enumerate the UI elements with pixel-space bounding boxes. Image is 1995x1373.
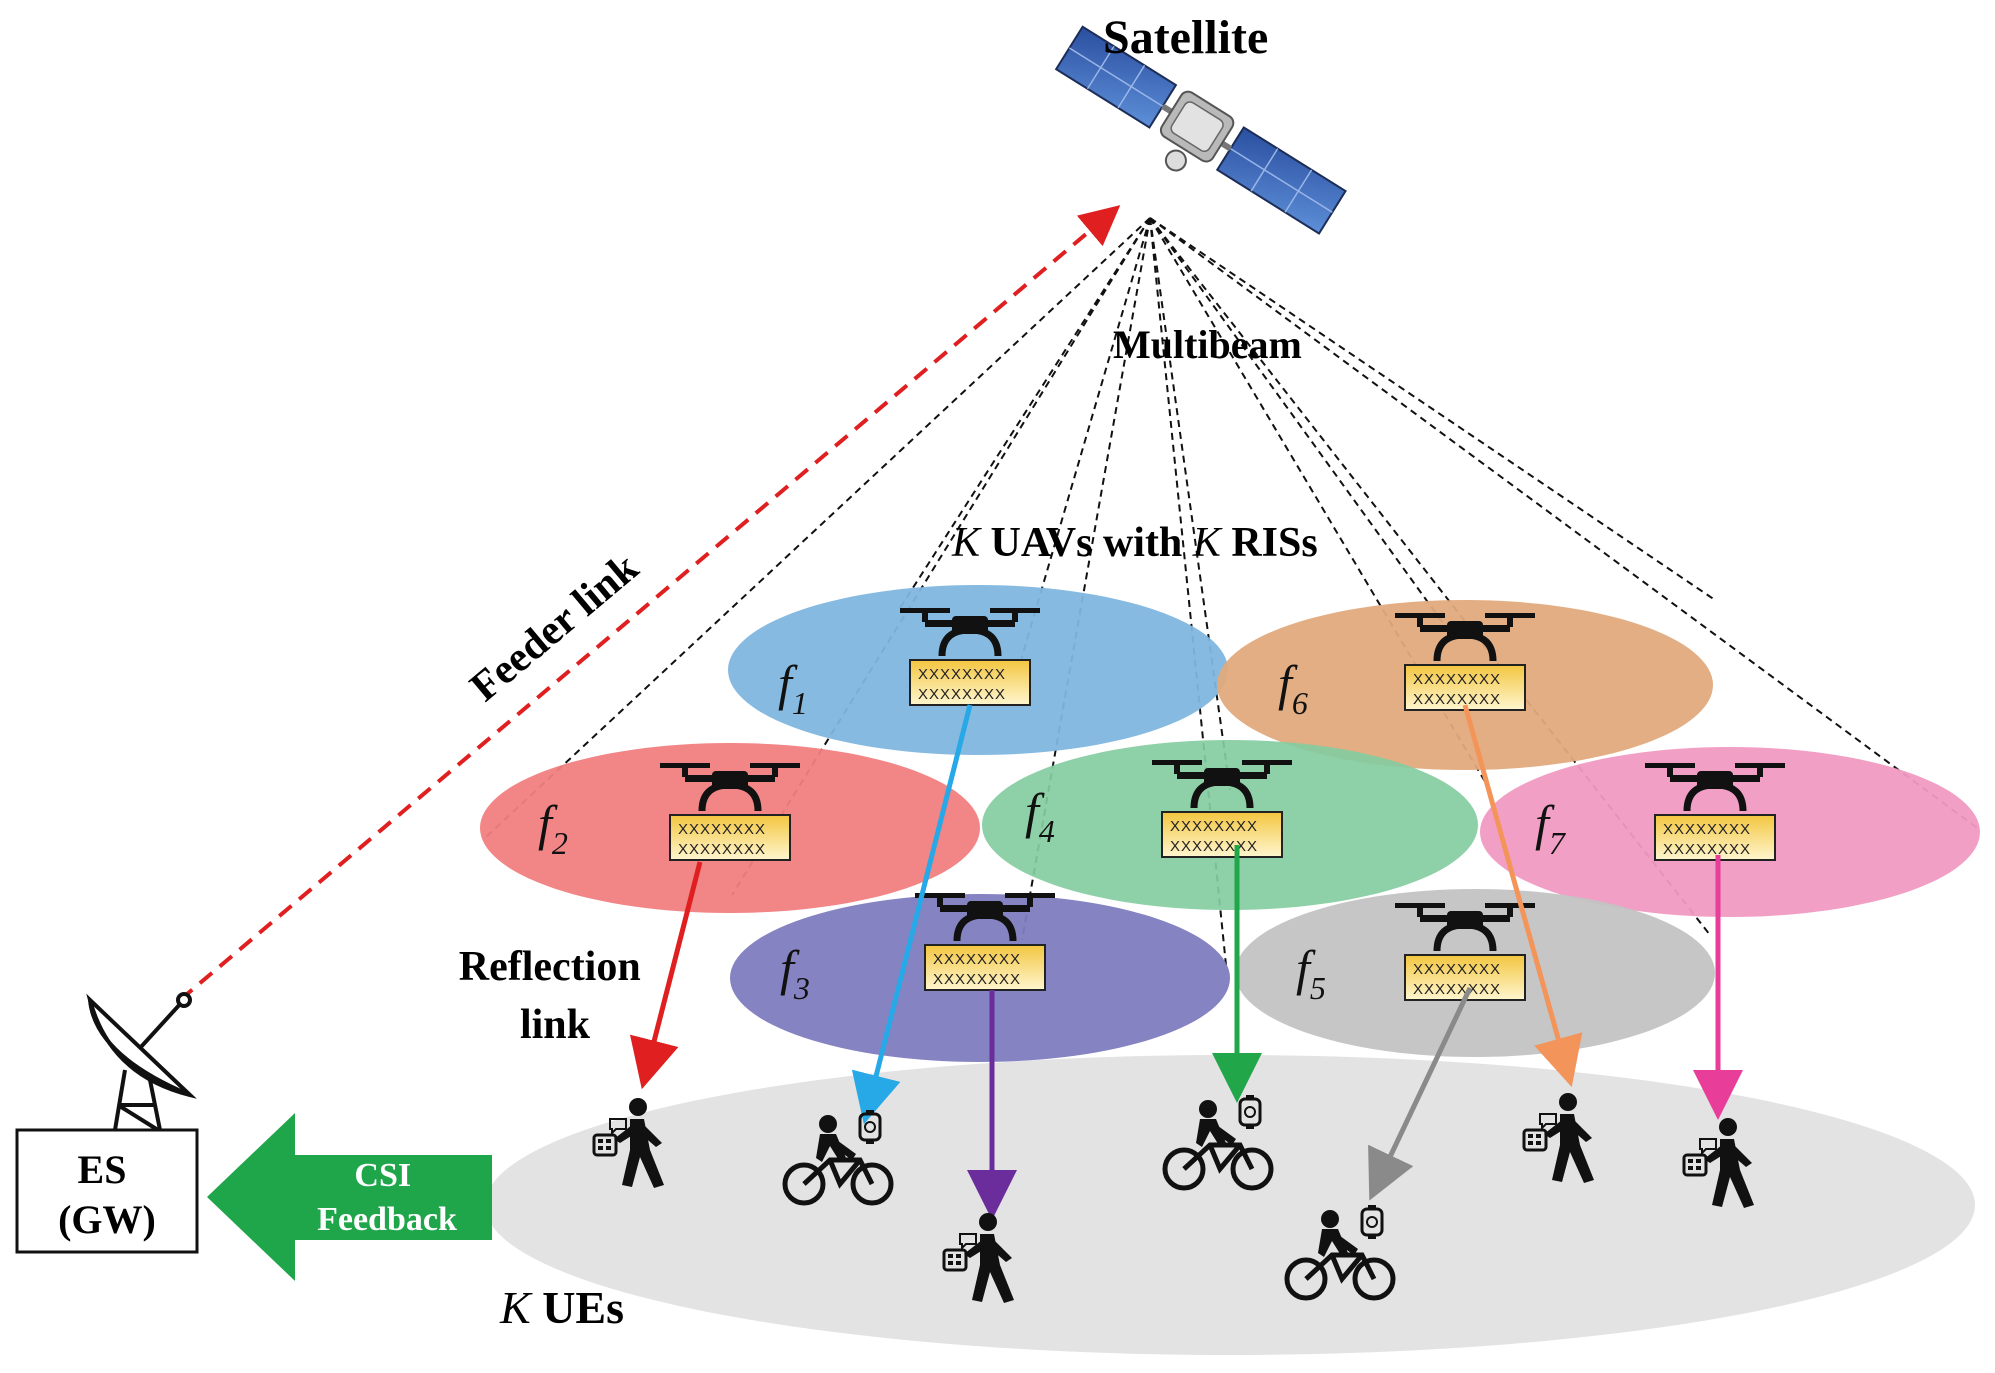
svg-text:XXXXXXXX: XXXXXXXX xyxy=(1413,691,1501,708)
es-gw-box xyxy=(15,1128,199,1254)
satellite-icon xyxy=(1054,25,1347,235)
svg-text:XXXXXXXX: XXXXXXXX xyxy=(1170,818,1258,835)
ris-panel xyxy=(1161,811,1283,858)
ris-panel xyxy=(1404,954,1526,1001)
ris-panel xyxy=(924,944,1046,991)
cell-labels: f1 f2 f3 f4 f5 f6 f7 xyxy=(538,655,1567,1006)
es-gw-label: ES (GW) xyxy=(58,1147,156,1242)
csi-feedback-label: CSI Feedback xyxy=(317,1157,457,1238)
reflection-link-label: Reflection link xyxy=(459,944,651,1048)
ris-panel xyxy=(1654,814,1776,861)
uav-ris-f7: XXXXXXXX XXXXXXXX xyxy=(1645,763,1785,861)
svg-text:XXXXXXXX: XXXXXXXX xyxy=(678,821,766,838)
reflection-arrow-f5 xyxy=(1368,986,1473,1201)
multibeam-label: Multibeam xyxy=(1113,322,1302,367)
ue-ground-area xyxy=(485,1055,1975,1355)
uav-ris-f4: XXXXXXXX XXXXXXXX xyxy=(1152,760,1292,858)
csi-feedback-arrow xyxy=(207,1113,492,1281)
reflection-arrow-f6 xyxy=(1462,704,1583,1088)
svg-text:XXXXXXXX: XXXXXXXX xyxy=(933,971,1021,988)
earth-station-dish-icon xyxy=(86,992,197,1132)
feeder-link-line xyxy=(178,205,1121,1002)
svg-text:XXXXXXXX: XXXXXXXX xyxy=(678,841,766,858)
uav-ris-f2: XXXXXXXX XXXXXXXX xyxy=(660,763,800,861)
svg-text:XXXXXXXX: XXXXXXXX xyxy=(1663,841,1751,858)
svg-text:XXXXXXXX: XXXXXXXX xyxy=(933,951,1021,968)
ris-panel xyxy=(909,659,1031,706)
ris-panel xyxy=(669,814,791,861)
ue-label: K UEs xyxy=(499,1282,624,1333)
uav-ris-title: K UAVs with K RISs xyxy=(951,520,1318,566)
reflection-arrow-f2 xyxy=(629,861,703,1090)
satellite-label: Satellite xyxy=(1103,11,1268,64)
svg-text:XXXXXXXX: XXXXXXXX xyxy=(1663,821,1751,838)
svg-text:XXXXXXXX: XXXXXXXX xyxy=(1413,671,1501,688)
reflection-links xyxy=(629,704,1743,1220)
svg-text:XXXXXXXX: XXXXXXXX xyxy=(918,686,1006,703)
uav-ris-f1: XXXXXXXX XXXXXXXX xyxy=(900,608,1040,706)
uav-ris-f5: XXXXXXXX XXXXXXXX xyxy=(1395,903,1535,1001)
reflection-arrow-f1 xyxy=(851,704,973,1125)
svg-text:XXXXXXXX: XXXXXXXX xyxy=(918,666,1006,683)
uav-ris-f3: XXXXXXXX XXXXXXXX xyxy=(915,893,1055,991)
svg-text:XXXXXXXX: XXXXXXXX xyxy=(1413,981,1501,998)
svg-text:XXXXXXXX: XXXXXXXX xyxy=(1413,961,1501,978)
svg-text:XXXXXXXX: XXXXXXXX xyxy=(1170,838,1258,855)
